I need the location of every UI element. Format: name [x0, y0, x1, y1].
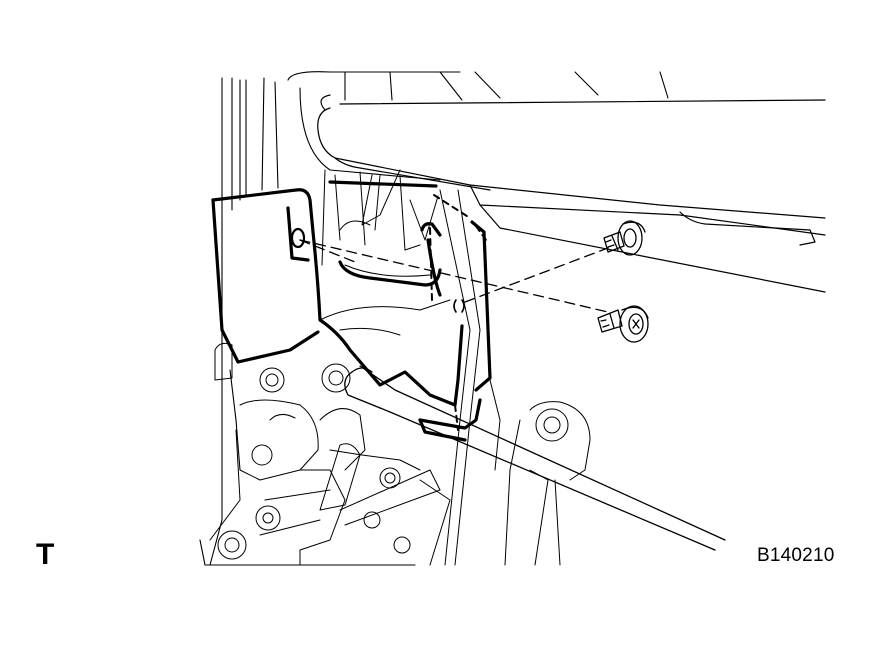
lock-cover [211, 180, 492, 442]
corner-mark: T [36, 538, 55, 571]
cover-bolt-hole-lower [453, 299, 465, 313]
screw-alignment-lines [299, 239, 609, 313]
door-panel-frame [199, 71, 669, 566]
upper-screw [603, 220, 646, 256]
lower-screw [597, 305, 649, 343]
lower-mechanism [209, 342, 591, 566]
door-beam [317, 94, 826, 293]
figure-code: B140210 [757, 545, 835, 566]
hidden-edges [429, 194, 487, 431]
latch-interior [319, 169, 481, 566]
push-rod [344, 365, 726, 551]
cover-bolt-hole [290, 227, 306, 249]
